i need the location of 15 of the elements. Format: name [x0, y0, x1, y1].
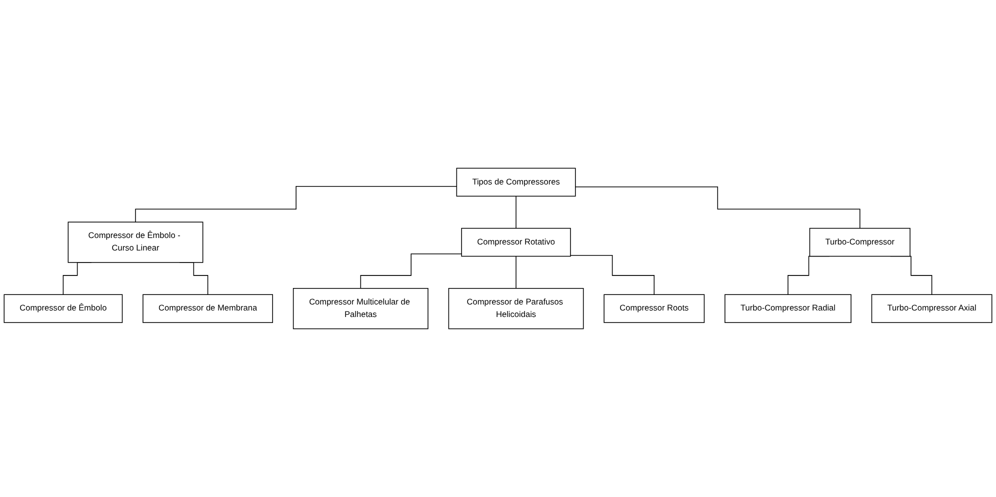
node-box: Compressor de Parafusos Helicoidais — [448, 288, 584, 330]
node-box: Compressor Roots — [604, 294, 705, 323]
node-box: Compressor de Êmbolo - Curso Linear — [68, 222, 204, 263]
connector — [360, 254, 462, 289]
node-box: Tipos de Compressores — [456, 168, 576, 197]
node-box: Compressor Rotativo — [461, 228, 571, 257]
node-box: Compressor de Membrana — [142, 294, 273, 323]
node-box: Compressor Multicelular de Palhetas — [292, 288, 428, 330]
connector — [570, 254, 655, 295]
connector — [135, 186, 458, 222]
node-box: Turbo-Compressor Axial — [871, 294, 992, 323]
connector — [575, 186, 860, 229]
node-box: Compressor de Êmbolo — [4, 294, 123, 323]
node-box: Turbo-Compressor Radial — [724, 294, 852, 323]
node-box: Turbo-Compressor — [809, 228, 910, 257]
